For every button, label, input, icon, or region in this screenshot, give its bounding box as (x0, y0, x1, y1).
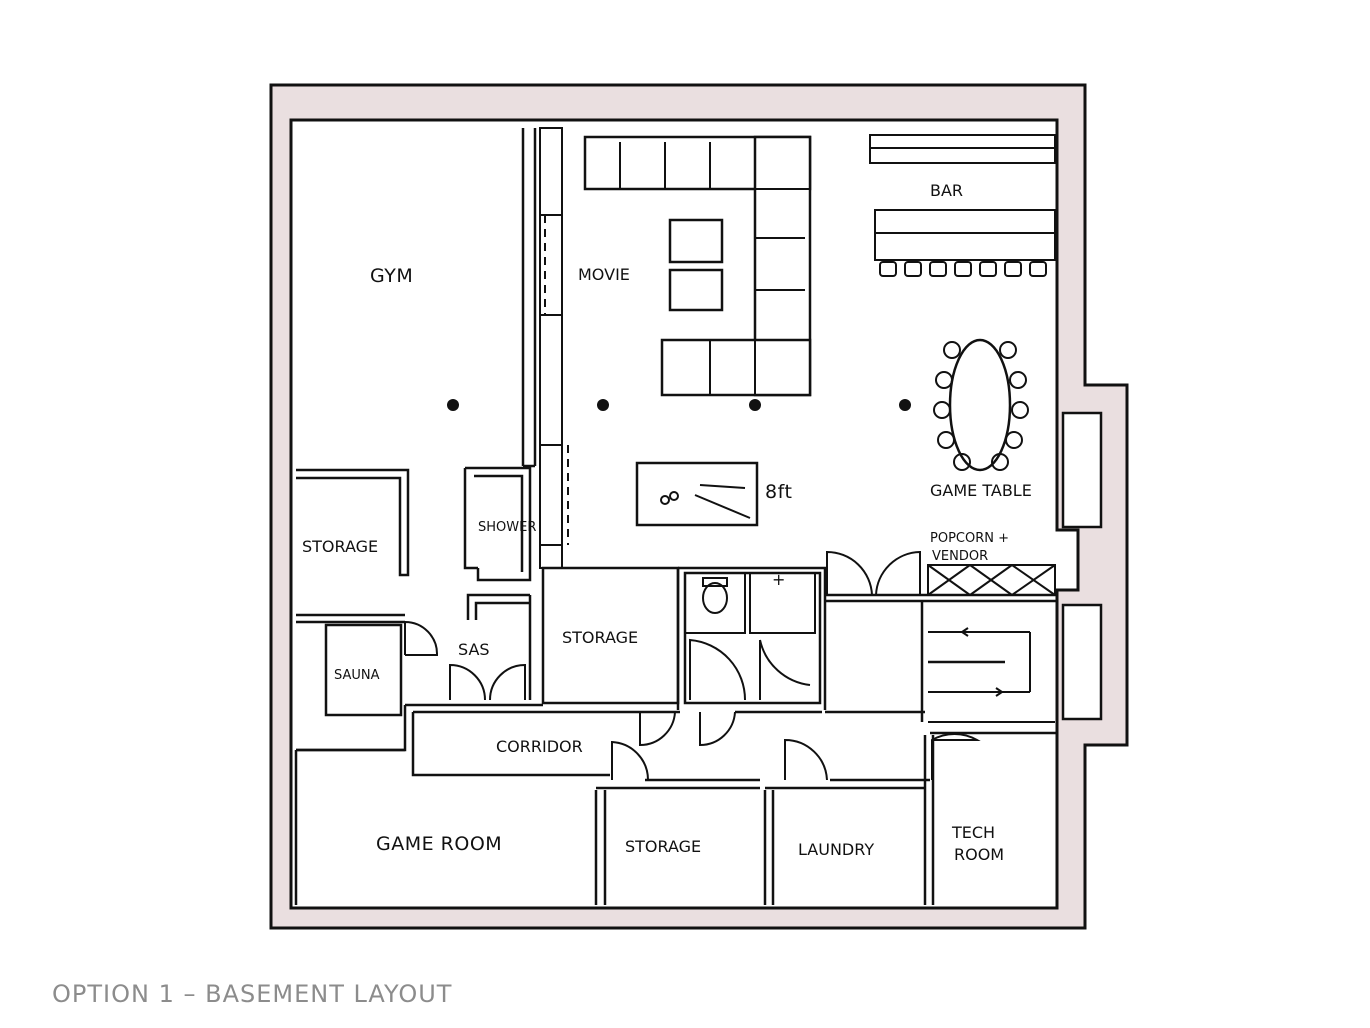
label-bar: BAR (930, 181, 963, 200)
column-3 (749, 399, 761, 411)
popcorn-vendor-counter (927, 564, 1056, 596)
sas-walls (466, 593, 532, 700)
column-2 (597, 399, 609, 411)
label-sas: SAS (458, 640, 490, 659)
bar-stools (879, 261, 1047, 277)
sink-stall (749, 572, 816, 634)
label-movie: MOVIE (578, 265, 630, 284)
staircase (920, 601, 1055, 723)
sauna-room (324, 623, 403, 717)
bathroom-doors (689, 638, 811, 701)
label-storage-center: STORAGE (562, 628, 638, 647)
toilet-stall (684, 572, 746, 634)
pool-table (635, 461, 759, 527)
bar-counter (869, 134, 1056, 261)
label-popcorn-line2: VENDOR (932, 549, 988, 564)
basement-floor-plan: + (269, 83, 1129, 930)
label-game-table: GAME TABLE (930, 481, 1032, 500)
label-popcorn-line1: POPCORN + (930, 531, 1009, 546)
shower-walls (463, 466, 532, 582)
corridor-walls (296, 703, 930, 782)
toilet-icon (702, 582, 728, 614)
window-bay-lower (1061, 603, 1103, 721)
sauna-door (404, 621, 439, 656)
corridor-doors (611, 711, 981, 781)
label-gym: GYM (370, 265, 413, 287)
window-bay-upper (1061, 411, 1103, 529)
layout-caption: OPTION 1 – BASEMENT LAYOUT (52, 980, 453, 1008)
label-sauna: SAUNA (334, 668, 380, 683)
bottom-rooms-walls (294, 735, 935, 905)
label-laundry: LAUNDRY (798, 840, 874, 859)
sas-door (449, 663, 526, 701)
label-corridor: CORRIDOR (496, 737, 583, 756)
plus-icon: + (772, 570, 785, 589)
bar-double-door (826, 550, 921, 596)
exterior-wall (269, 83, 1129, 930)
bathroom-block (676, 566, 827, 710)
ottoman-2 (668, 268, 724, 312)
label-game-room: GAME ROOM (376, 833, 502, 855)
sectional-sofa (583, 135, 812, 397)
toilet-tank-icon (702, 577, 728, 587)
label-tech-line1: TECH (951, 823, 995, 842)
column-1 (447, 399, 459, 411)
label-shower: SHOWER (478, 520, 536, 535)
storage-left-walls (296, 468, 410, 577)
label-table-size: 8ft (765, 481, 792, 503)
label-storage-left: STORAGE (302, 537, 378, 556)
game-table-furniture (933, 338, 1029, 472)
column-4 (899, 399, 911, 411)
label-storage-bottom: STORAGE (625, 837, 701, 856)
ottoman-1 (668, 218, 724, 264)
label-tech-line2: ROOM (954, 845, 1004, 864)
